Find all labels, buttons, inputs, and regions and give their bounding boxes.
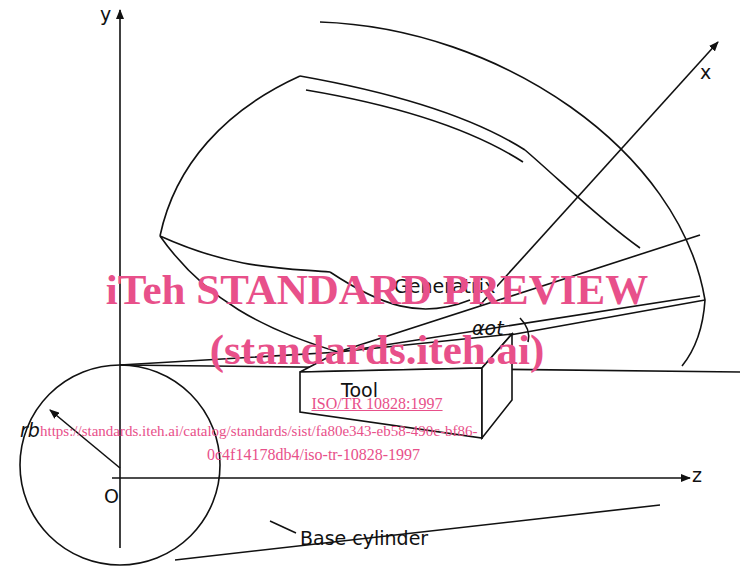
part-label: Base cylinder [300,528,428,549]
watermark: https://standards.iteh.ai/catalog/standa… [40,423,477,440]
tool-face [482,334,512,438]
axis-label: z [692,465,702,486]
watermark: iTeh STANDARD PREVIEW [106,266,648,313]
watermark: 0c4f14178db4/iso-tr-10828-1997 [207,446,420,464]
tool-face [300,334,512,372]
dimension-label: rb [20,420,40,441]
watermark: (standards.iteh.ai) [210,326,544,373]
axis-label: x [700,62,711,83]
watermark: ISO/TR 10828:1997 [311,395,442,413]
tool-face [300,368,482,438]
origin-label: O [104,486,119,507]
axis-label: y [100,4,111,25]
